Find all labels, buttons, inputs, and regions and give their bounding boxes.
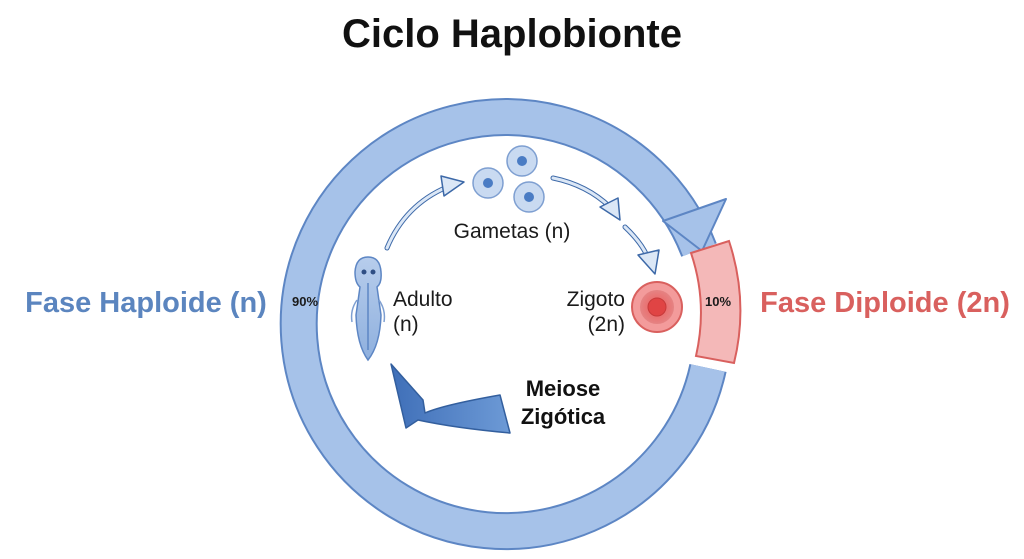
diploid-percent-label: 10% bbox=[705, 294, 731, 309]
ring-arrowhead bbox=[662, 198, 727, 252]
meiosis-label-line1: Meiose bbox=[526, 376, 601, 401]
diagram-title: Ciclo Haplobionte bbox=[342, 12, 682, 56]
zygote-label-line2: (2n) bbox=[588, 313, 625, 336]
gametes-label: Gametas (n) bbox=[454, 220, 571, 243]
zygote-label-line1: Zigoto bbox=[567, 288, 625, 311]
adult-label-line2: (n) bbox=[393, 313, 419, 336]
zygote-cell bbox=[631, 281, 683, 333]
meiosis-label-line2: Zigótica bbox=[521, 404, 606, 429]
adult-organism-icon bbox=[350, 256, 386, 362]
haploid-percent-label: 90% bbox=[292, 294, 318, 309]
haploid-phase-label: Fase Haploide (n) bbox=[25, 287, 267, 319]
arrow-gametes-to-zygote bbox=[550, 175, 660, 275]
diploid-phase-label: Fase Diploide (2n) bbox=[760, 287, 1010, 319]
cycle-ring bbox=[279, 98, 727, 551]
diploid-ring-segment bbox=[689, 239, 742, 365]
adult-label-line1: Adulto bbox=[393, 288, 453, 311]
meiosis-arrow bbox=[390, 363, 511, 434]
gametes-cells bbox=[472, 145, 545, 213]
arrow-adult-to-gametes bbox=[384, 175, 465, 251]
